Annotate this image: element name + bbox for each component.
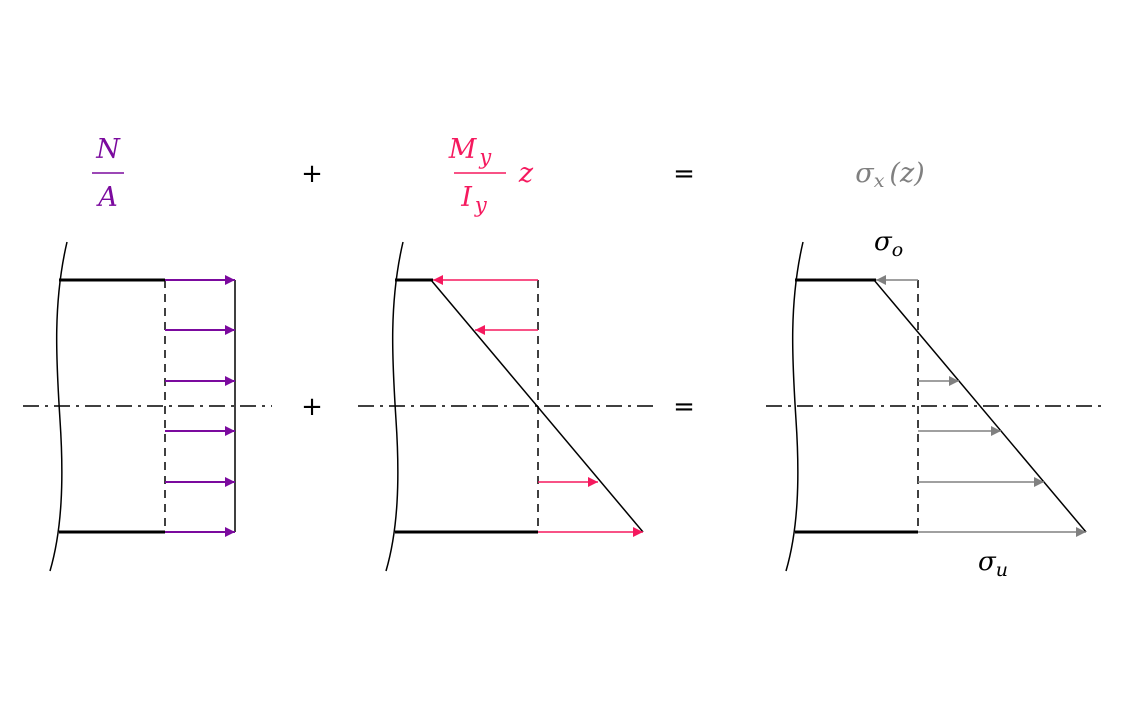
axial-denominator: A (95, 182, 118, 213)
panel-bending (385, 241, 644, 572)
formula-plus: + (301, 159, 323, 189)
formula-axial: N A (92, 134, 124, 213)
formula-equals: = (673, 159, 695, 189)
panel-result: σo σu (785, 227, 1087, 581)
section-cut-line (785, 241, 804, 572)
section-cut-line (385, 241, 404, 572)
panel-axial (49, 241, 236, 572)
bending-factor-z: z (518, 158, 534, 189)
axial-numerator: N (95, 134, 121, 165)
linear-stress-envelope (430, 279, 644, 533)
formula-result: σx(z) (855, 158, 924, 192)
bending-stress-arrows (433, 275, 643, 537)
axial-stress-arrows (165, 275, 235, 537)
sigma-bottom-label: σu (978, 547, 1008, 581)
resulting-stress-arrows (876, 275, 1086, 537)
axis-equals: = (673, 392, 695, 422)
section-cut-line (49, 241, 68, 572)
sigma-top-label: σo (874, 227, 903, 261)
resulting-stress-envelope (873, 279, 1087, 533)
axis-plus: + (301, 392, 323, 422)
